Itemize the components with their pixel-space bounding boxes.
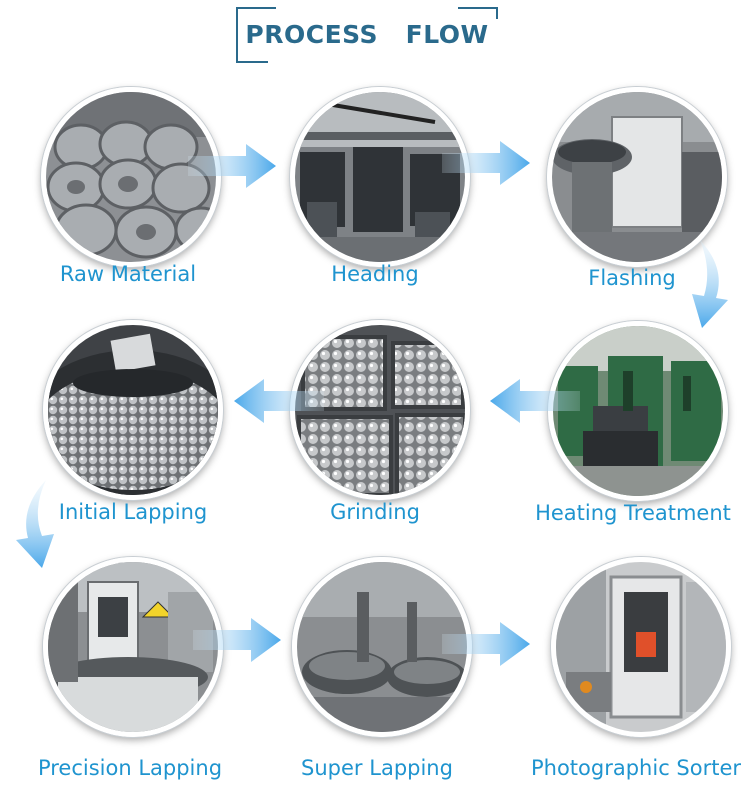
step-photo-initial-lapping xyxy=(43,320,223,500)
arrow-curve-down-icon xyxy=(692,240,728,328)
arrow-curve-down-icon xyxy=(16,480,54,568)
step-photo-flashing xyxy=(547,87,727,267)
lapping-plate-balls-icon xyxy=(48,325,218,495)
step-label-super-lapping: Super Lapping xyxy=(301,756,453,780)
title-bracket-icon xyxy=(236,7,498,63)
step-label-initial-lapping: Initial Lapping xyxy=(58,500,208,524)
title-frame: PROCESS FLOW xyxy=(236,7,498,63)
step-photo-photographic-sorter xyxy=(551,557,731,737)
arrow-right-icon xyxy=(193,618,281,662)
page-title: PROCESS FLOW xyxy=(236,20,498,49)
step-label-raw-material: Raw Material xyxy=(59,262,197,286)
flashing-machine-icon xyxy=(552,92,722,262)
step-photo-heading xyxy=(290,87,470,267)
step-photo-raw-material xyxy=(41,87,221,267)
step-label-heating-treatment: Heating Treatment xyxy=(535,501,731,525)
photographic-sorter-icon xyxy=(556,562,726,732)
step-photo-super-lapping xyxy=(292,557,472,737)
steel-wire-coils-icon xyxy=(46,92,216,262)
arrow-right-icon xyxy=(442,141,530,185)
heading-machines-icon xyxy=(295,92,465,262)
arrow-right-icon xyxy=(442,622,530,666)
step-label-photographic-sorter: Photographic Sorter xyxy=(530,756,742,780)
step-label-flashing: Flashing xyxy=(588,266,676,290)
super-lapping-machine-icon xyxy=(297,562,467,732)
arrow-right-icon xyxy=(188,144,276,188)
title-word-process: PROCESS xyxy=(245,20,379,49)
title-word-flow: FLOW xyxy=(405,20,489,49)
arrow-left-icon xyxy=(490,379,580,423)
precision-lapping-machine-icon xyxy=(48,562,218,732)
step-label-precision-lapping: Precision Lapping xyxy=(37,756,223,780)
step-label-grinding: Grinding xyxy=(330,500,420,524)
arrow-left-icon xyxy=(234,379,324,423)
step-photo-precision-lapping xyxy=(43,557,223,737)
step-label-heading: Heading xyxy=(331,262,419,286)
